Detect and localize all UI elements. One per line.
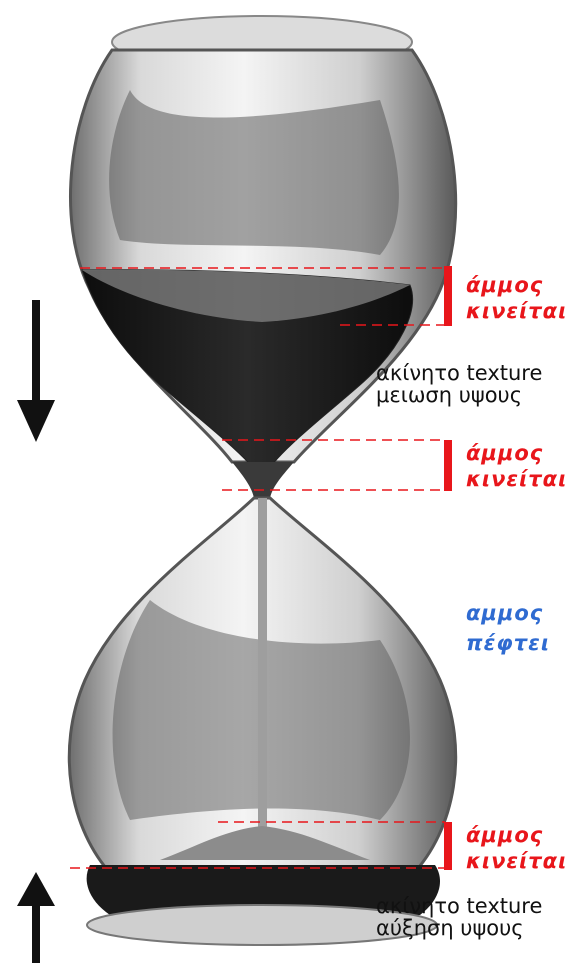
sand-stream xyxy=(258,498,267,828)
neck xyxy=(232,462,294,498)
lower-static-label: ακίνητο texture αύξηση υψους xyxy=(376,895,542,939)
falling-line1: αμμος xyxy=(466,598,550,628)
down-arrow-icon xyxy=(17,300,55,442)
neck-moving-line1: άμμος xyxy=(466,440,567,466)
upper-static-line1: ακίνητο texture xyxy=(376,362,542,384)
marker-top xyxy=(444,266,452,326)
marker-neck xyxy=(444,440,452,491)
neck-moving-line2: κινείται xyxy=(466,466,567,492)
top-moving-line2: κινείται xyxy=(466,298,567,324)
lower-static-line2: αύξηση υψους xyxy=(376,917,542,939)
lower-static-line1: ακίνητο texture xyxy=(376,895,542,917)
upper-static-line2: μειωση υψους xyxy=(376,384,542,406)
top-moving-line1: άμμος xyxy=(466,272,567,298)
falling-line2: πέφτει xyxy=(466,628,550,658)
bottom-moving-label: άμμος κινείται xyxy=(466,822,567,874)
up-arrow-icon xyxy=(17,872,55,963)
marker-bottom xyxy=(444,822,452,870)
neck-moving-label: άμμος κινείται xyxy=(466,440,567,492)
top-moving-label: άμμος κινείται xyxy=(466,272,567,324)
bottom-moving-line2: κινείται xyxy=(466,848,567,874)
upper-static-label: ακίνητο texture μειωση υψους xyxy=(376,362,542,406)
bottom-moving-line1: άμμος xyxy=(466,822,567,848)
falling-label: αμμος πέφτει xyxy=(466,598,550,658)
